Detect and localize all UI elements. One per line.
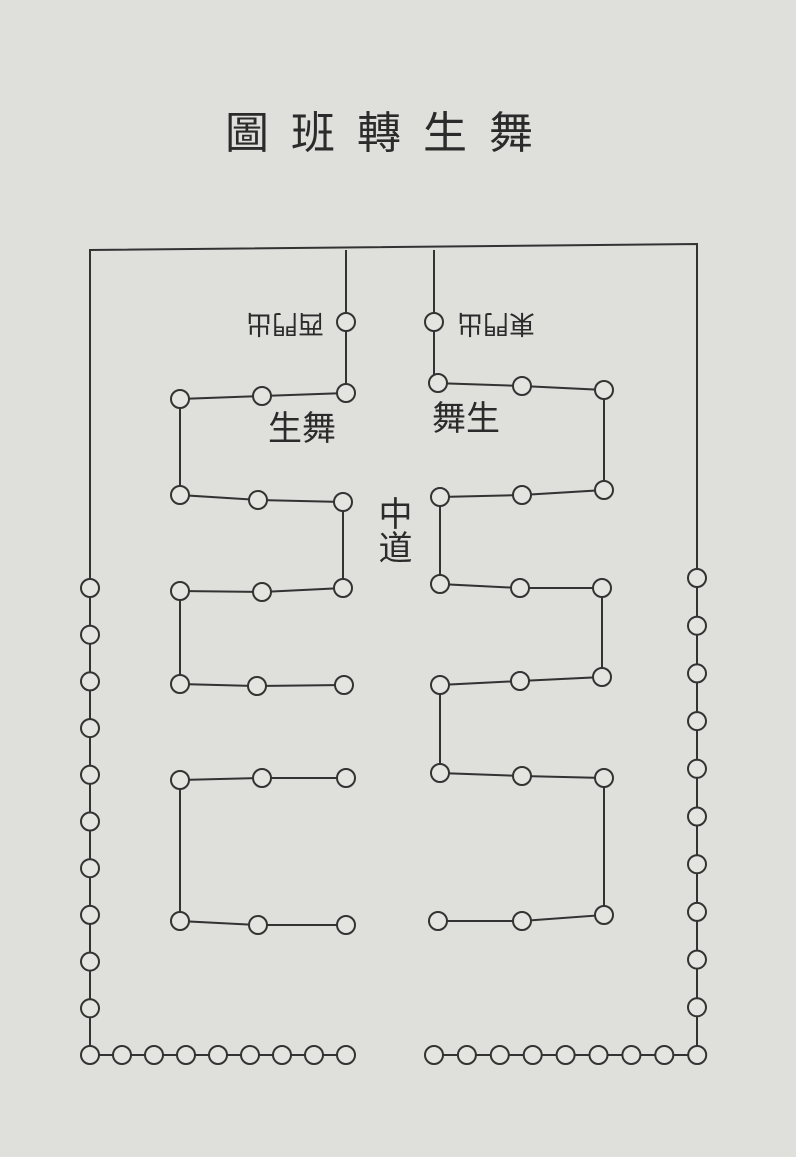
dancer-marker	[621, 1045, 642, 1065]
dancer-marker	[248, 490, 268, 510]
dancer-marker	[687, 758, 707, 779]
dancer-markers	[80, 312, 708, 1065]
dancer-marker	[170, 581, 190, 601]
dancer-marker	[687, 997, 707, 1018]
dancer-marker	[687, 711, 707, 732]
dancer-marker	[170, 911, 190, 931]
dancer-marker	[687, 949, 707, 970]
dancer-marker	[510, 578, 530, 598]
gate-right-label: 東門出	[457, 308, 535, 338]
dancer-marker	[336, 1045, 356, 1065]
dancer-marker	[272, 1045, 292, 1065]
dancer-marker	[80, 811, 100, 832]
dancer-marker	[430, 574, 450, 594]
dancer-marker	[336, 768, 356, 788]
dancer-marker	[247, 676, 267, 696]
dancer-marker	[144, 1045, 164, 1065]
dancer-marker	[594, 768, 614, 788]
dancers-left-label: 舞生	[268, 409, 336, 449]
dancer-marker	[304, 1045, 324, 1065]
dancer-marker	[594, 480, 614, 500]
dancer-marker	[512, 766, 532, 786]
dancer-marker	[687, 854, 707, 875]
dancer-marker	[170, 485, 190, 505]
dancer-marker	[112, 1045, 132, 1065]
dancer-marker	[336, 383, 356, 403]
dancer-marker	[80, 764, 100, 785]
dancer-marker	[252, 582, 272, 602]
dancer-marker	[430, 487, 450, 507]
dancer-marker	[80, 858, 100, 879]
dancer-marker	[170, 389, 190, 409]
dancer-marker	[522, 1045, 543, 1065]
dancer-marker	[687, 1045, 708, 1065]
outer-frame	[89, 242, 698, 1055]
dancer-marker	[428, 373, 448, 393]
dancer-marker	[80, 951, 100, 972]
dancer-marker	[687, 901, 707, 922]
dancer-marker	[252, 768, 272, 788]
dancer-marker	[430, 763, 450, 783]
dancer-marker	[512, 376, 532, 396]
dancer-marker	[687, 615, 707, 636]
formation-path	[434, 578, 698, 1056]
formation-path	[89, 588, 346, 1056]
frame-border	[89, 242, 698, 1055]
dancer-marker	[512, 485, 532, 505]
dancer-marker	[594, 380, 614, 400]
gate-left-label: 西門出	[246, 308, 324, 338]
dancer-marker	[687, 806, 707, 827]
dancer-marker	[80, 718, 100, 739]
dancer-marker	[512, 911, 532, 931]
dancer-marker	[489, 1045, 510, 1065]
dancer-marker	[592, 578, 612, 598]
dancer-marker	[333, 578, 353, 598]
formation-path	[179, 780, 346, 926]
dancer-marker	[592, 667, 612, 687]
dancer-marker	[430, 675, 450, 695]
dancer-marker	[334, 675, 354, 695]
gate-labels: 西門出 東門出	[246, 308, 535, 338]
dancer-marker	[80, 904, 100, 925]
dancer-marker	[594, 905, 614, 925]
dancer-marker	[248, 915, 268, 935]
dancers-right-label: 舞生	[432, 399, 500, 439]
dancer-marker	[588, 1045, 609, 1065]
dancer-marker	[456, 1045, 477, 1065]
dancer-marker	[687, 663, 707, 684]
dancer-marker	[208, 1045, 228, 1065]
dancer-marker	[80, 1045, 100, 1065]
dancer-marker	[510, 671, 530, 691]
dancer-marker	[336, 312, 356, 332]
dancer-marker	[240, 1045, 260, 1065]
dancer-marker	[336, 915, 356, 935]
center-path-label: 中道	[372, 496, 412, 564]
dancer-marker	[80, 671, 100, 692]
dancer-marker	[170, 674, 190, 694]
dancer-marker	[252, 386, 272, 406]
dancer-marker	[687, 568, 707, 588]
diagram-title: 舞生轉班圖	[225, 108, 555, 159]
dancer-marker	[555, 1045, 576, 1065]
dancer-marker	[170, 770, 190, 790]
dancer-marker	[80, 624, 100, 645]
dancer-marker	[80, 578, 100, 598]
dancer-marker	[424, 312, 444, 332]
dancer-marker	[424, 1045, 444, 1065]
title-text: 舞生轉班圖	[225, 108, 555, 159]
dancer-marker	[428, 911, 448, 931]
dancer-marker	[80, 998, 100, 1019]
dancer-marker	[654, 1045, 675, 1065]
dancer-marker	[176, 1045, 196, 1065]
dancer-marker	[333, 492, 353, 512]
